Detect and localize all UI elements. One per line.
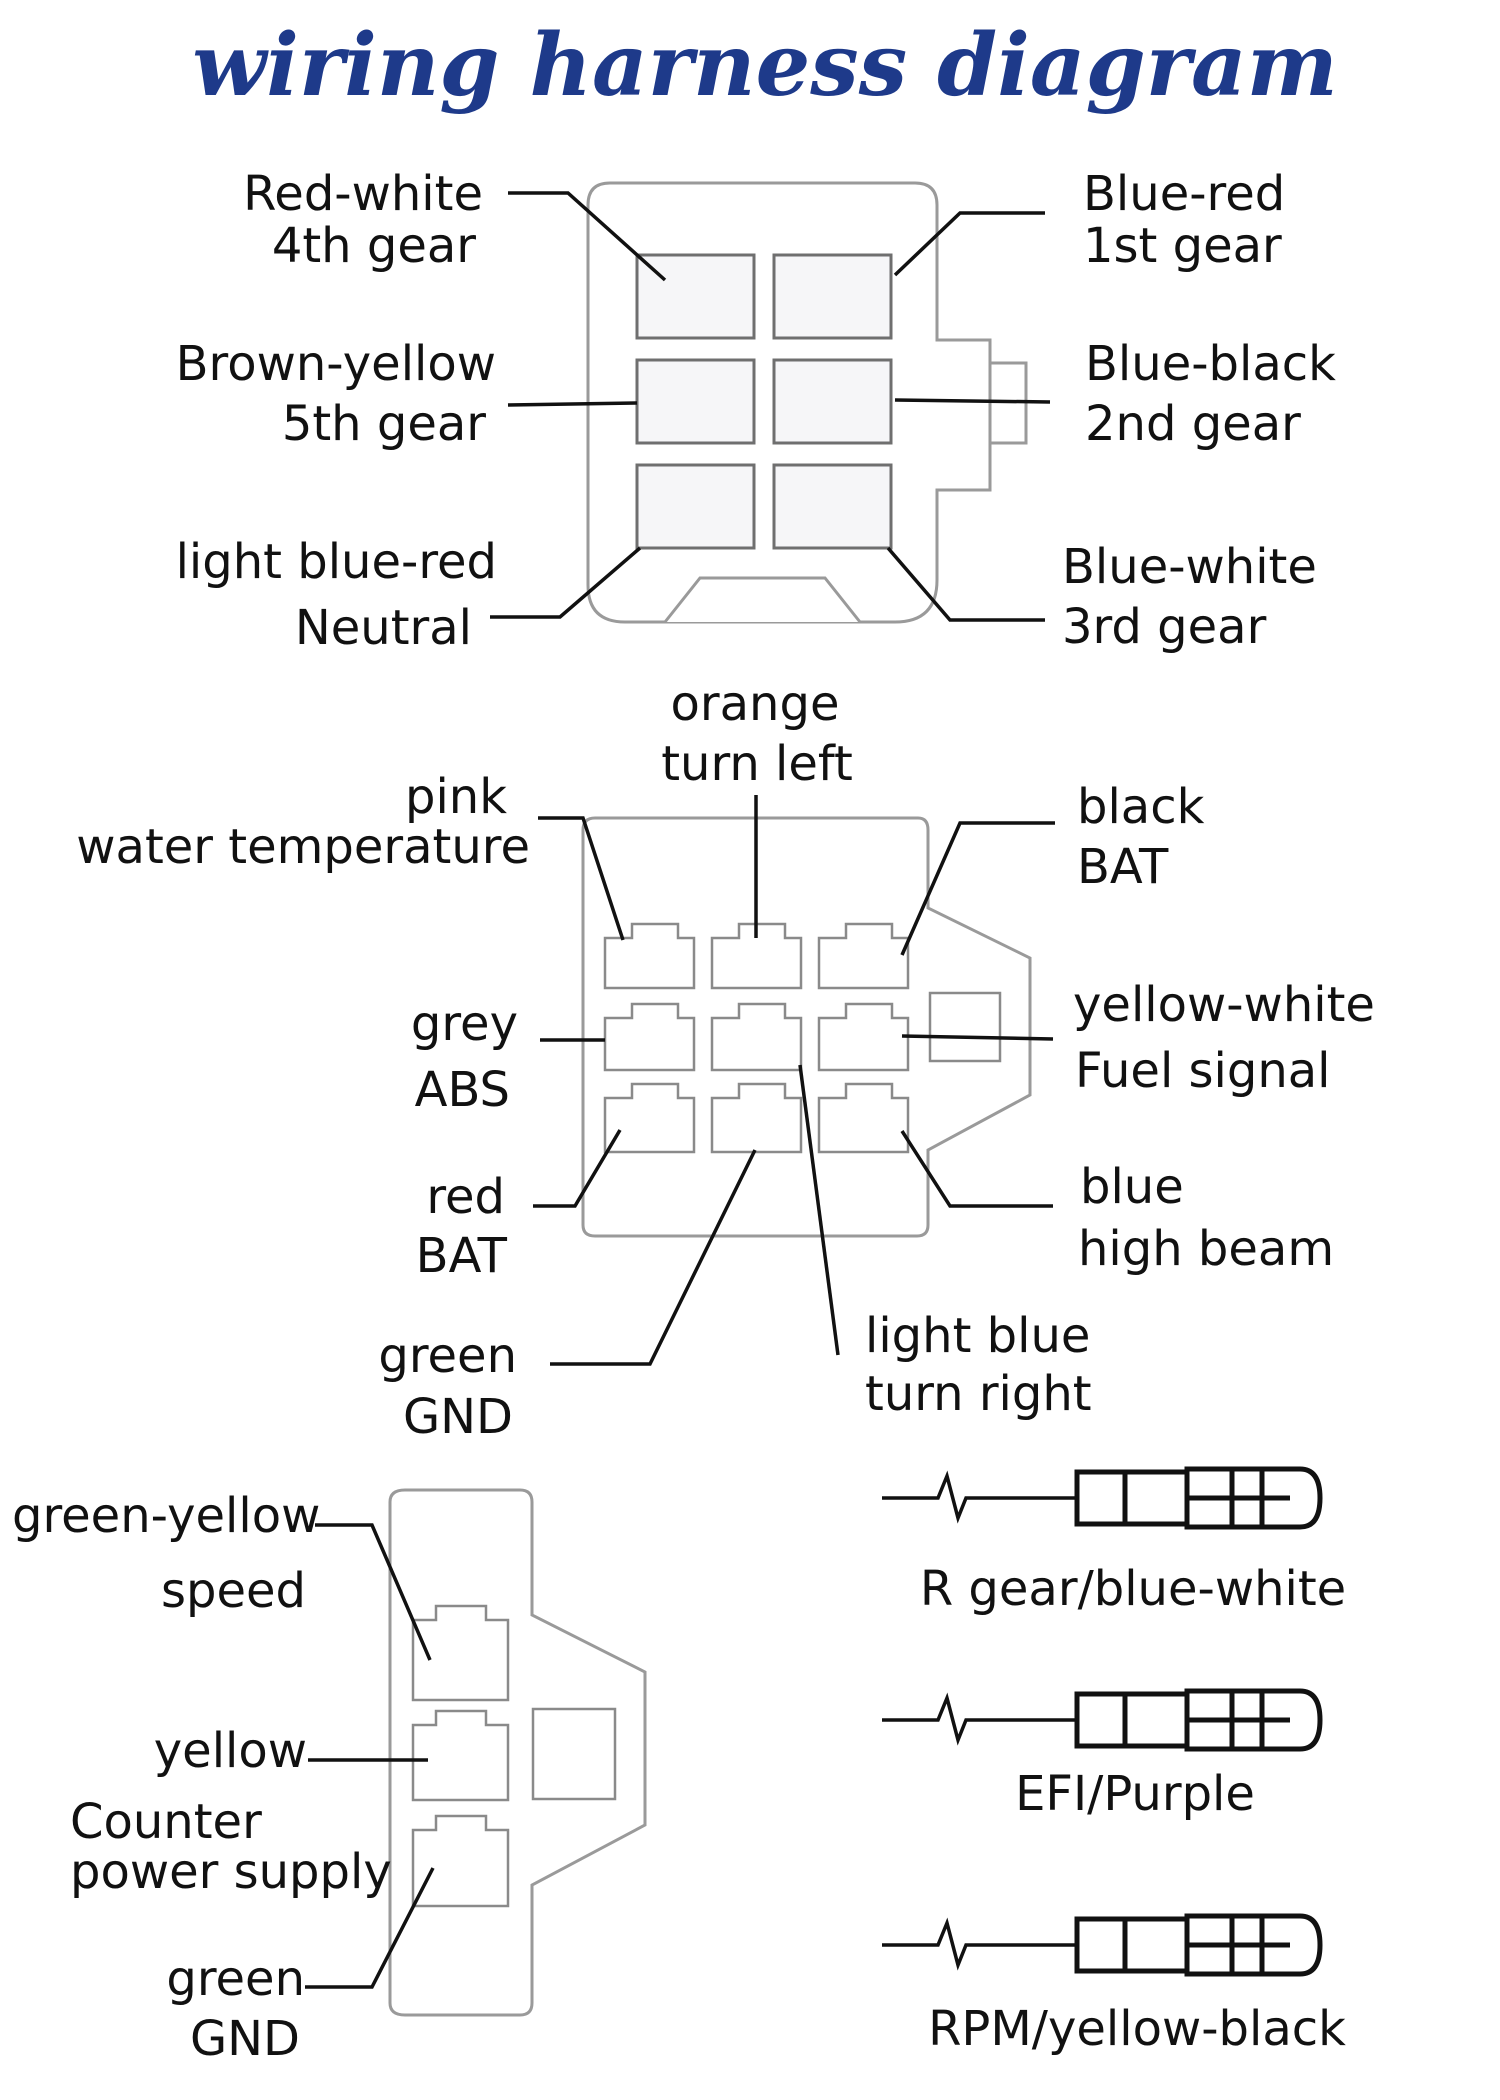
- label-pin-black: black: [1077, 779, 1205, 835]
- pin-orange-turn-left: [710, 922, 803, 990]
- leader-green: [550, 1149, 757, 1366]
- pin-black-bat: [817, 922, 910, 990]
- label-r-gear: R gear/blue-white: [920, 1561, 1346, 1617]
- label-pin-4th-gear: 4th gear: [272, 218, 476, 274]
- label-efi: EFI/Purple: [1015, 1766, 1255, 1822]
- pin-green-gnd: [710, 1082, 803, 1154]
- leader-blue-red: [893, 211, 1045, 277]
- label-pin-high-beam: high beam: [1078, 1221, 1334, 1277]
- connector-3pin: green-yellow speed yellow Counter power …: [12, 1488, 647, 2067]
- label-pin-gnd-green: GND: [403, 1389, 513, 1445]
- pin-light-blue-turn-right: [710, 1002, 803, 1072]
- leader-blue: [900, 1130, 1053, 1208]
- pin-row-3: [603, 1082, 910, 1154]
- label-pin-brown-yellow: Brown-yellow: [176, 336, 496, 392]
- single-wire-1: [882, 1466, 1323, 1530]
- pin-blue-red-1st-gear: [772, 253, 893, 340]
- leader-green-yellow: [315, 1523, 432, 1661]
- leader-pink: [538, 816, 625, 941]
- label-pin-pink: pink: [405, 769, 507, 825]
- connector-6pin-key: [663, 576, 862, 623]
- leader-black: [900, 821, 1055, 956]
- leader-light-blue: [798, 1064, 840, 1356]
- pin-green-gnd-3pin: [411, 1814, 510, 1908]
- label-pin-red: red: [426, 1169, 505, 1225]
- label-pin-abs: ABS: [415, 1062, 510, 1118]
- pin-blue-black-2nd-gear: [772, 358, 893, 445]
- label-pin-yellow: yellow: [154, 1723, 307, 1779]
- label-rpm: RPM/yellow-black: [928, 2001, 1346, 2057]
- pin-red-bat: [603, 1082, 696, 1154]
- label-pin-light-blue-red: light blue-red: [176, 534, 497, 590]
- label-pin-blue-red: Blue-red: [1083, 166, 1285, 222]
- label-pin-green: green: [378, 1328, 517, 1384]
- leader-red-white: [508, 191, 667, 282]
- label-pin-2nd-gear: 2nd gear: [1085, 396, 1301, 452]
- label-pin-power-supply: power supply: [70, 1844, 392, 1900]
- single-wire-2: [882, 1688, 1323, 1752]
- leader-yellow-white: [901, 1034, 1054, 1041]
- leader-brown-yellow: [507, 401, 638, 407]
- terminal-sleeve: [1074, 1691, 1190, 1749]
- single-wire-3: [882, 1913, 1323, 1977]
- pin-red-white-4th-gear: [635, 253, 756, 340]
- pin-grey-abs: [603, 1002, 696, 1072]
- label-pin-green-3pin: green: [166, 1951, 305, 2007]
- pin-yellow-white-fuel-signal: [817, 1002, 910, 1072]
- pin-row-1: [603, 922, 910, 990]
- pin-brown-yellow-5th-gear: [635, 358, 756, 445]
- label-pin-turn-left: turn left: [661, 736, 853, 792]
- label-pin-blue: blue: [1080, 1159, 1184, 1215]
- label-pin-bat-black: BAT: [1077, 839, 1169, 895]
- connector-3pin-latch: [531, 1707, 617, 1801]
- pin-yellow-counter-power: [411, 1709, 510, 1802]
- label-pin-1st-gear: 1st gear: [1083, 218, 1282, 274]
- connector-9pin-latch: [928, 991, 1002, 1063]
- wire-lead: [882, 1917, 1075, 1971]
- label-pin-blue-white: Blue-white: [1062, 539, 1317, 595]
- label-pin-3rd-gear: 3rd gear: [1062, 599, 1267, 655]
- wire-lead: [882, 1470, 1075, 1524]
- label-pin-speed: speed: [161, 1563, 306, 1619]
- label-pin-yellow-white: yellow-white: [1073, 977, 1375, 1033]
- leader-green-3pin: [305, 1867, 435, 1989]
- label-pin-turn-right: turn right: [865, 1366, 1092, 1422]
- label-pin-green-yellow: green-yellow: [12, 1488, 320, 1544]
- pin-green-yellow-speed: [411, 1604, 510, 1702]
- pin-row-2: [603, 1002, 910, 1072]
- leader-light-blue-red: [490, 546, 642, 619]
- wire-lead: [882, 1692, 1075, 1746]
- page-title: wiring harness diagram: [192, 15, 1338, 116]
- terminal-sleeve: [1074, 1916, 1190, 1974]
- label-pin-bat-red: BAT: [416, 1228, 508, 1284]
- pin-pink-water-temperature: [603, 922, 696, 990]
- connector-6pin: Red-white 4th gear Blue-red 1st gear Bro…: [176, 166, 1337, 656]
- label-pin-red-white: Red-white: [243, 166, 483, 222]
- label-pin-water-temperature: water temperature: [76, 819, 530, 875]
- pin-blue-white-3rd-gear: [772, 463, 893, 550]
- label-pin-blue-black: Blue-black: [1085, 336, 1336, 392]
- label-pin-grey: grey: [411, 996, 518, 1052]
- terminal-sleeve: [1074, 1469, 1190, 1527]
- label-pin-neutral: Neutral: [295, 600, 472, 656]
- pin-blue-high-beam: [817, 1082, 910, 1154]
- label-pin-gnd-3pin: GND: [190, 2011, 300, 2067]
- label-pin-fuel-signal: Fuel signal: [1075, 1043, 1331, 1099]
- leader-blue-white: [886, 546, 1045, 622]
- label-pin-light-blue: light blue: [865, 1308, 1090, 1364]
- label-pin-counter: Counter: [70, 1794, 262, 1850]
- pin-light-blue-red-neutral: [635, 463, 756, 550]
- label-pin-orange: orange: [671, 676, 840, 732]
- leader-blue-black: [894, 398, 1051, 404]
- label-pin-5th-gear: 5th gear: [282, 396, 486, 452]
- leader-red: [533, 1129, 622, 1208]
- connector-9pin: pink water temperature orange turn left …: [76, 676, 1375, 1445]
